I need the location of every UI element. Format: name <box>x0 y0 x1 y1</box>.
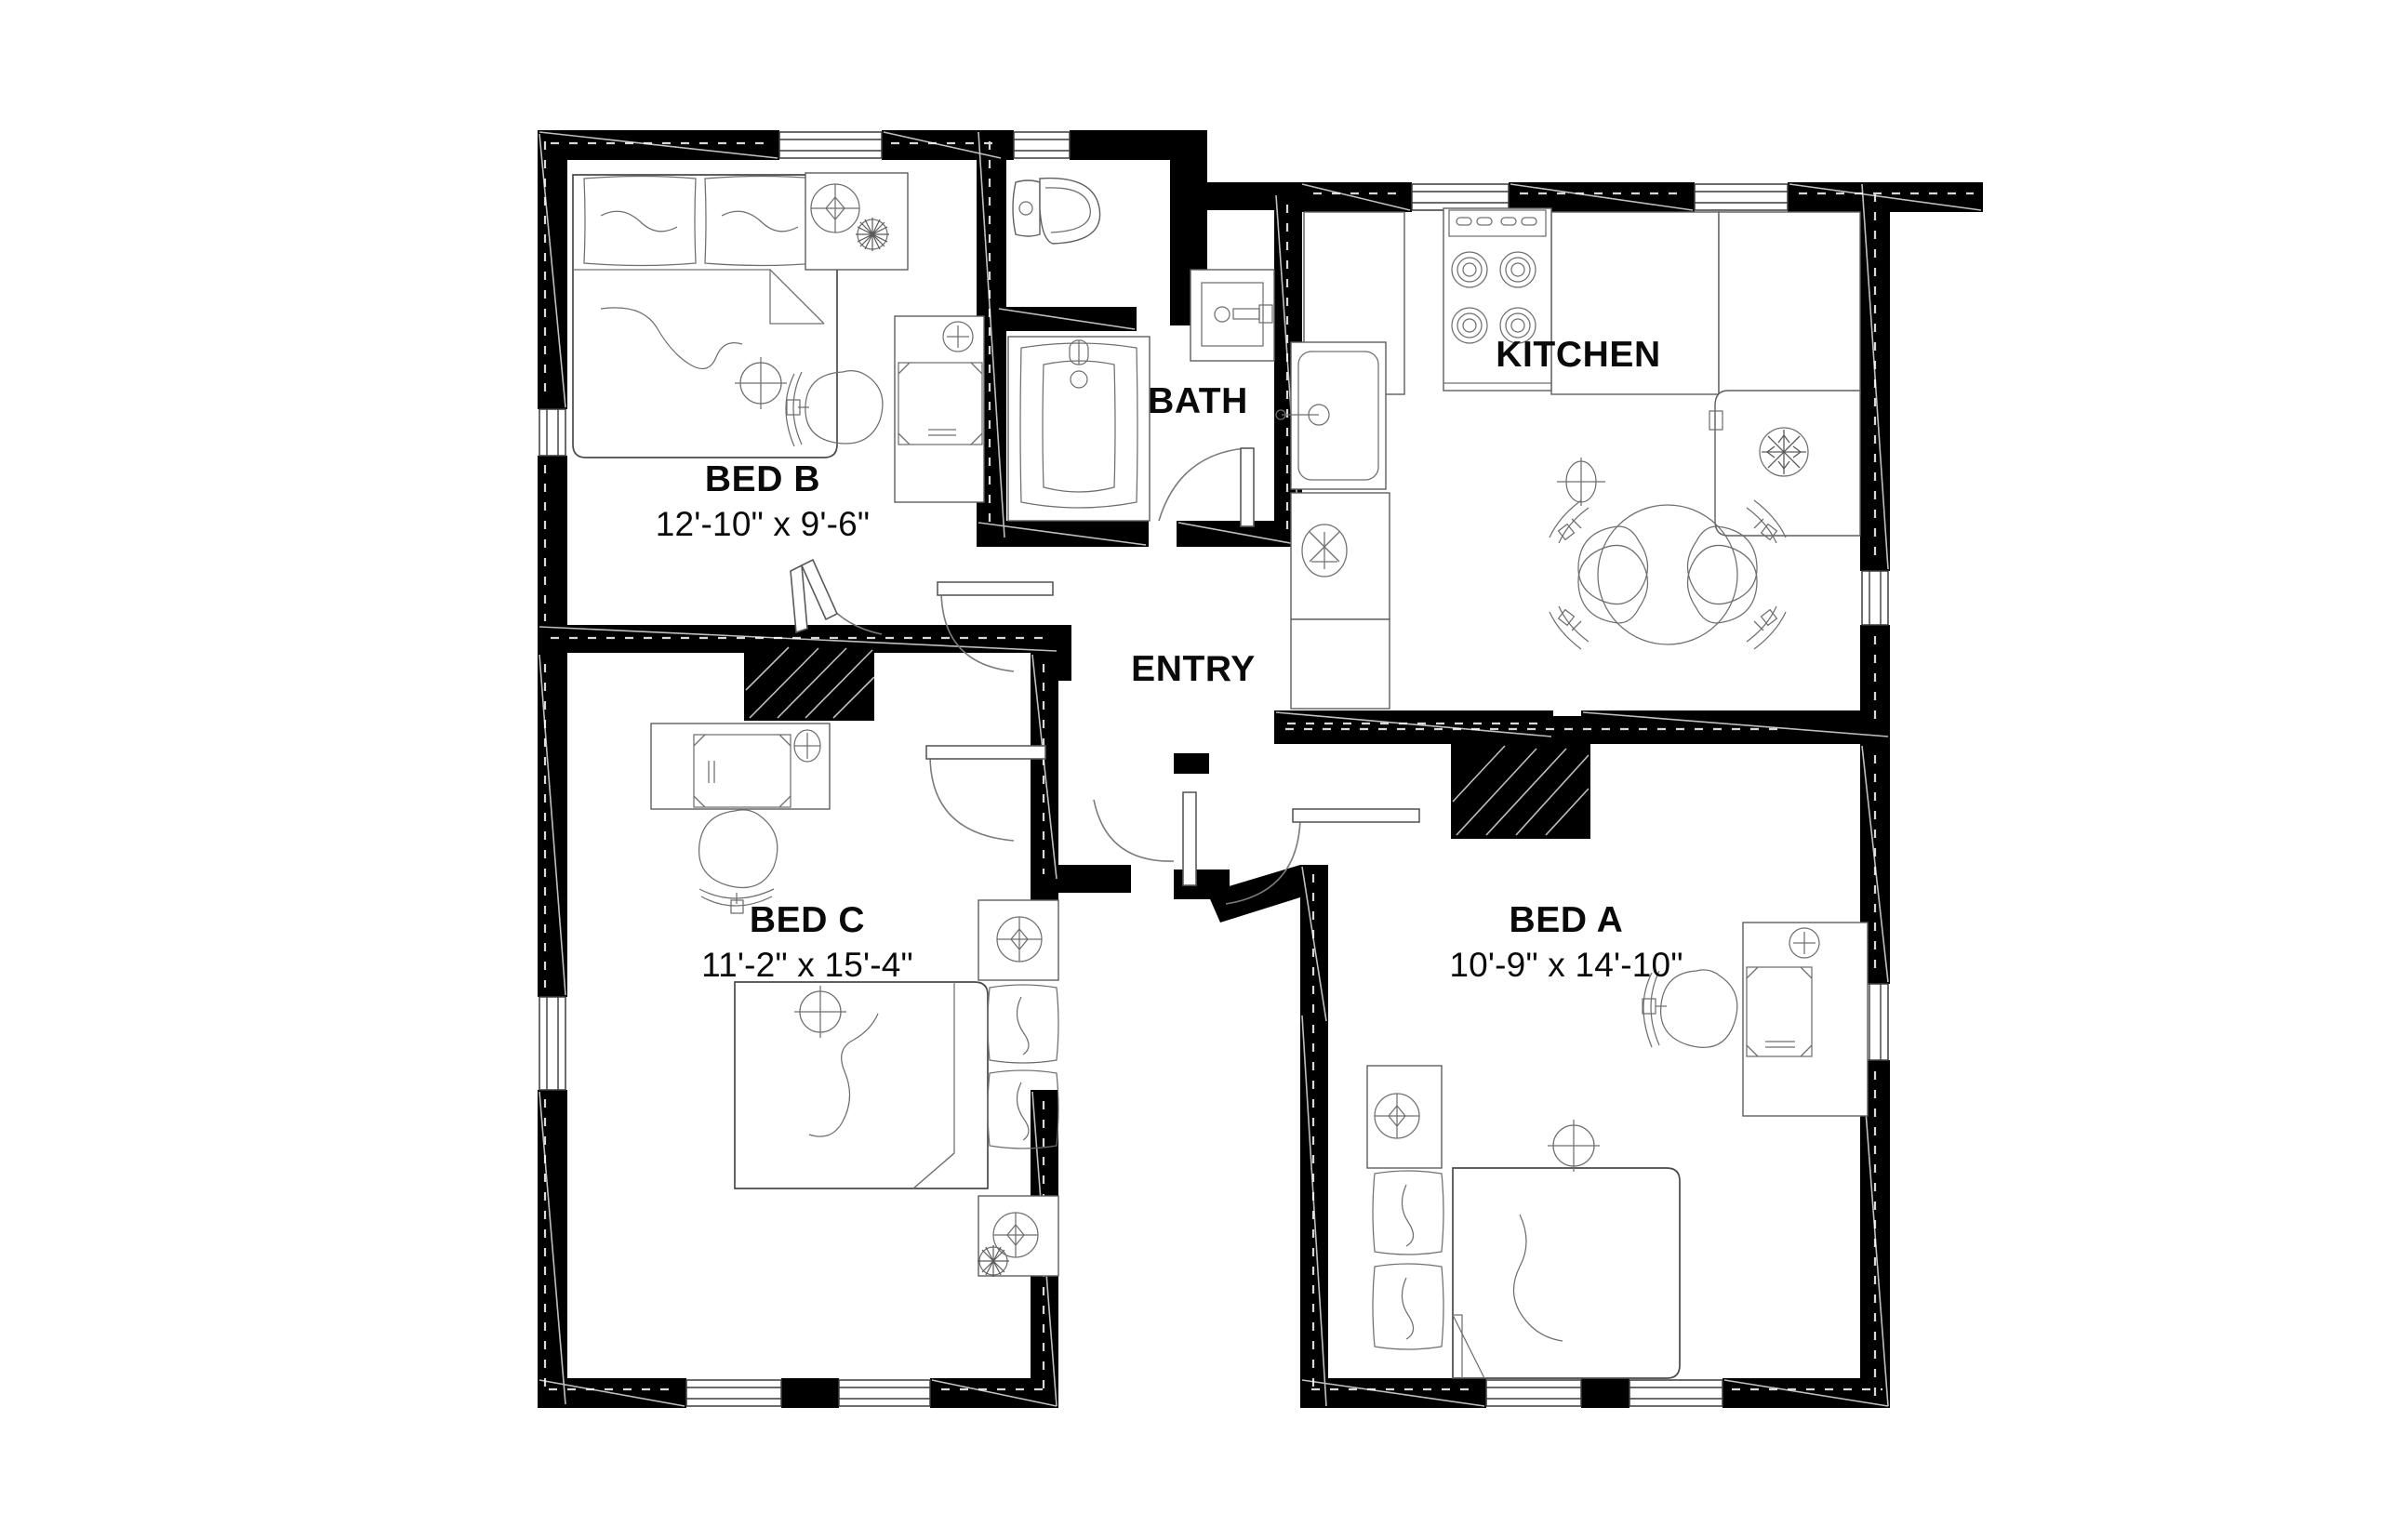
window <box>1411 183 1510 211</box>
ceiling-fixture-icon <box>794 986 846 1038</box>
nightstand <box>805 172 909 271</box>
wall-hatch-lines <box>543 141 1974 1397</box>
desk <box>894 315 985 503</box>
dining-chair <box>1686 499 1787 605</box>
dining-table-round <box>1597 504 1738 645</box>
nightstand <box>978 1195 1059 1277</box>
window <box>685 1379 782 1407</box>
bath-fixtures <box>1007 177 1275 527</box>
pillow <box>583 175 697 267</box>
potted-plant-icon <box>978 1245 1009 1277</box>
window <box>838 1379 931 1407</box>
wall-diagonal-marks <box>539 131 1982 1407</box>
burner-icon <box>1499 307 1536 344</box>
snowflake-icon <box>1759 427 1809 477</box>
desk-chair <box>698 809 778 914</box>
pillow <box>1372 1263 1444 1350</box>
table-lamp-icon <box>992 1212 1039 1258</box>
dining-chair <box>1686 544 1787 650</box>
potted-plant-icon <box>856 218 889 251</box>
closet-hatch-b <box>745 646 875 719</box>
entry-doors <box>925 581 1420 905</box>
window <box>539 408 566 457</box>
window <box>539 996 566 1091</box>
window <box>1485 1379 1582 1407</box>
ceiling-fixture-icon <box>1548 1120 1600 1172</box>
window <box>1629 1379 1723 1407</box>
desk-chair <box>785 370 884 447</box>
dining-chair <box>1549 499 1649 605</box>
pillow <box>987 984 1059 1064</box>
closet-hatch-a <box>1452 745 1590 836</box>
bed-c-furniture <box>650 723 1059 1277</box>
nightstand <box>1366 1065 1443 1169</box>
ceiling-fixture-icon <box>1557 458 1605 506</box>
burner-icon <box>1451 251 1488 288</box>
kitchen-sink <box>1275 341 1387 490</box>
burner-icon <box>1451 307 1488 344</box>
pillow <box>987 1069 1059 1149</box>
table-lamp-icon <box>996 916 1043 962</box>
vanity-sink <box>1190 269 1275 362</box>
nightstand <box>978 899 1059 981</box>
door-swing <box>925 745 1046 842</box>
window <box>1694 183 1789 211</box>
walls-group <box>538 130 1983 1408</box>
door-swing <box>1225 808 1420 905</box>
toilet <box>1012 177 1101 245</box>
window <box>1013 131 1071 159</box>
table-lamp-icon <box>810 183 860 233</box>
windows-group <box>539 131 1889 1407</box>
range-cooktop <box>1443 207 1552 392</box>
door-swing <box>1093 791 1197 886</box>
door-swing-bed-b <box>790 558 883 635</box>
burner-icon <box>1499 251 1536 288</box>
desk-chair <box>1642 969 1738 1048</box>
desk-accessory-icon <box>793 729 821 763</box>
table-lamp-icon <box>1374 1093 1420 1139</box>
bed-b-furniture <box>572 172 985 503</box>
dishwasher <box>1290 492 1390 620</box>
ceiling-fixture-icon <box>735 357 787 409</box>
window <box>1861 570 1889 626</box>
bed-a-furniture <box>1366 922 1869 1379</box>
bathtub <box>1007 336 1151 522</box>
door-swing <box>1158 447 1255 527</box>
dishware-icon <box>1301 524 1348 578</box>
desk <box>650 723 831 810</box>
refrigerator <box>1709 390 1861 537</box>
window <box>778 131 883 159</box>
desk-accessory-icon <box>942 321 974 352</box>
pillow <box>1372 1170 1444 1255</box>
door-swing <box>937 581 1054 672</box>
dining-chair <box>1549 544 1649 650</box>
desk <box>1742 922 1869 1117</box>
kitchen-fixtures <box>1275 207 1861 710</box>
desk-accessory-icon <box>1789 927 1820 959</box>
